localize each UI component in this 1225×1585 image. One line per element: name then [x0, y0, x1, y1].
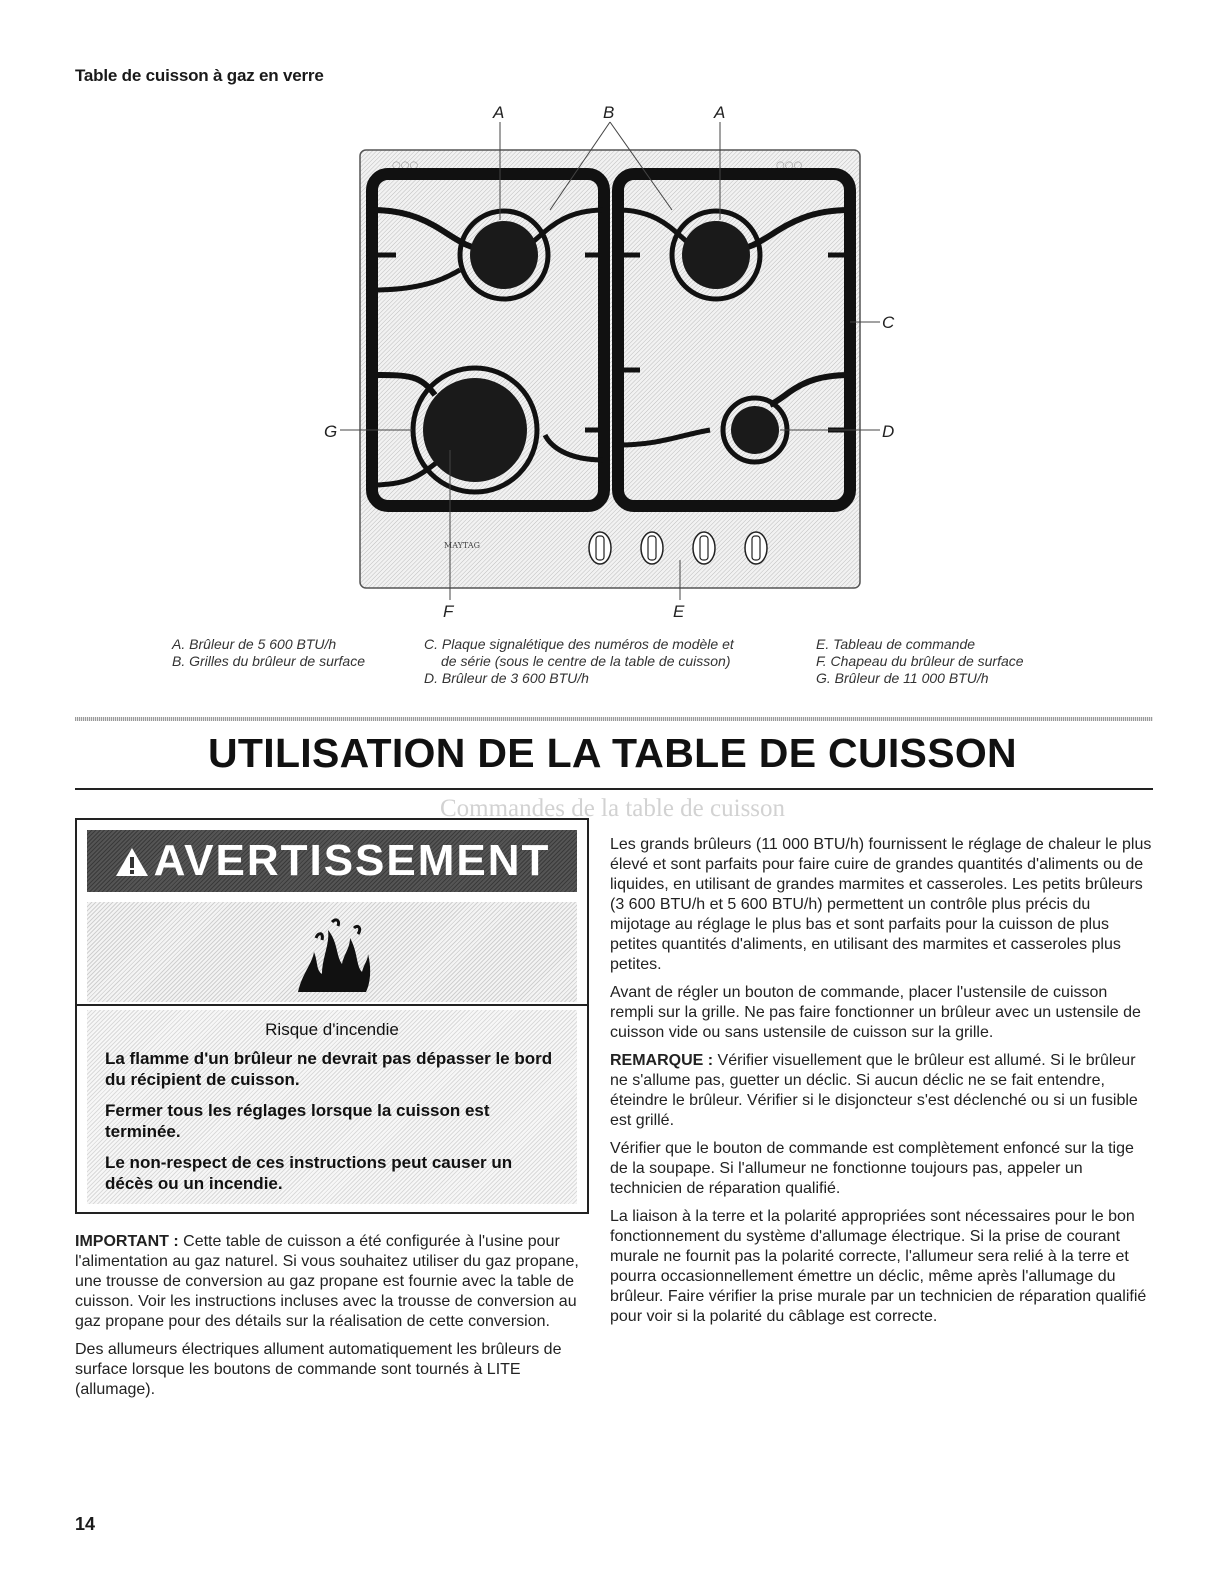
- important-label: IMPORTANT :: [75, 1233, 179, 1250]
- vent-right: ○○○: [776, 160, 802, 171]
- left-body: IMPORTANT : Cette table de cuisson a été…: [75, 1232, 590, 1408]
- control-panel: [588, 531, 768, 565]
- legend-column-3: E. Tableau de commande F. Chapeau du brû…: [816, 636, 1024, 687]
- title-divider: [75, 788, 1153, 790]
- burner-front-right: [720, 395, 790, 465]
- callout-a-right: A: [713, 103, 725, 122]
- page-title: UTILISATION DE LA TABLE DE CUISSON: [208, 730, 1017, 776]
- remarque-text: Vérifier visuellement que le brûleur est…: [610, 1052, 1138, 1129]
- callout-f: F: [443, 602, 455, 621]
- warning-line-1b: du récipient de cuisson.: [105, 1070, 300, 1089]
- important-text: Cette table de cuisson a été configurée …: [75, 1233, 579, 1330]
- warning-line-2a: Fermer tous les réglages lorsque la cuis…: [105, 1101, 490, 1120]
- remarque-paragraph: REMARQUE : Vérifier visuellement que le …: [610, 1051, 1155, 1131]
- legend-column-1: A. Brûleur de 5 600 BTU/h B. Grilles du …: [172, 636, 365, 670]
- burner-rear-right: [669, 208, 763, 302]
- brand-label: MAYTAG: [444, 541, 480, 550]
- hatched-divider: [75, 717, 1153, 721]
- page-number: 14: [75, 1514, 96, 1534]
- warning-icon-panel: [87, 902, 577, 1002]
- warning-text-panel: [87, 1010, 577, 1204]
- section-heading: Table de cuisson à gaz en verre: [75, 66, 324, 85]
- important-paragraph: IMPORTANT : Cette table de cuisson a été…: [75, 1232, 590, 1332]
- warning-banner: AVERTISSEMENT: [87, 830, 577, 892]
- legend-column-2: C. Plaque signalétique des numéros de mo…: [424, 636, 734, 687]
- callout-c: C: [882, 313, 895, 332]
- legend-item-a: A. Brûleur de 5 600 BTU/h: [172, 636, 337, 652]
- warning-risk: Risque d'incendie: [265, 1020, 399, 1039]
- callout-lines: [340, 121, 880, 600]
- legend-item-b: B. Grilles du brûleur de surface: [172, 653, 365, 669]
- legend-item-d: D. Brûleur de 3 600 BTU/h: [424, 670, 589, 686]
- remarque-label: REMARQUE :: [610, 1052, 714, 1069]
- igniter-paragraph: Des allumeurs électriques allument autom…: [75, 1341, 562, 1398]
- legend-item-g: G. Brûleur de 11 000 BTU/h: [816, 670, 989, 686]
- legend-item-c: C. Plaque signalétique des numéros de mo…: [424, 636, 734, 652]
- burner-rear-left: [457, 208, 551, 302]
- sub-title: Commandes de la table de cuisson: [439, 795, 786, 822]
- legend-item-c-cont: de série (sous le centre de la table de …: [441, 653, 731, 669]
- warning-triangle-icon: [115, 848, 148, 876]
- warning-divider: [77, 1004, 587, 1006]
- warning-box: AVERTISSEMENT Risque d'incendie La flamm…: [75, 818, 589, 1214]
- right-body: Les grands brûleurs (11 000 BTU/h) fourn…: [610, 835, 1155, 1335]
- callout-g: G: [324, 422, 337, 441]
- warning-line-3a: Le non-respect de ces instructions peut …: [105, 1153, 513, 1172]
- warning-banner-text: AVERTISSEMENT: [153, 836, 551, 885]
- warning-line-2b: terminée.: [105, 1122, 181, 1141]
- vent-left: ○○○: [392, 160, 418, 171]
- legend-item-f: F. Chapeau du brûleur de surface: [816, 653, 1024, 669]
- burner-front-left: [410, 365, 540, 495]
- callout-a-left: A: [492, 103, 504, 122]
- polarity-paragraph: La liaison à la terre et la polarité app…: [610, 1208, 1147, 1325]
- warning-line-1a: La flamme d'un brûleur ne devrait pas dé…: [105, 1049, 553, 1068]
- callout-e: E: [673, 602, 685, 621]
- knob-paragraph: Avant de régler un bouton de commande, p…: [610, 984, 1141, 1041]
- grate-left: [366, 168, 610, 512]
- cooktop-diagram: ○○○ ○○○: [324, 103, 895, 621]
- callout-d: D: [882, 422, 894, 441]
- valve-paragraph: Vérifier que le bouton de commande est c…: [610, 1140, 1134, 1197]
- callout-b: B: [603, 103, 614, 122]
- legend-item-e: E. Tableau de commande: [816, 636, 976, 652]
- burner-paragraph: Les grands brûleurs (11 000 BTU/h) fourn…: [610, 836, 1152, 973]
- warning-line-3b: décès ou un incendie.: [105, 1174, 283, 1193]
- fire-icon: [298, 918, 371, 992]
